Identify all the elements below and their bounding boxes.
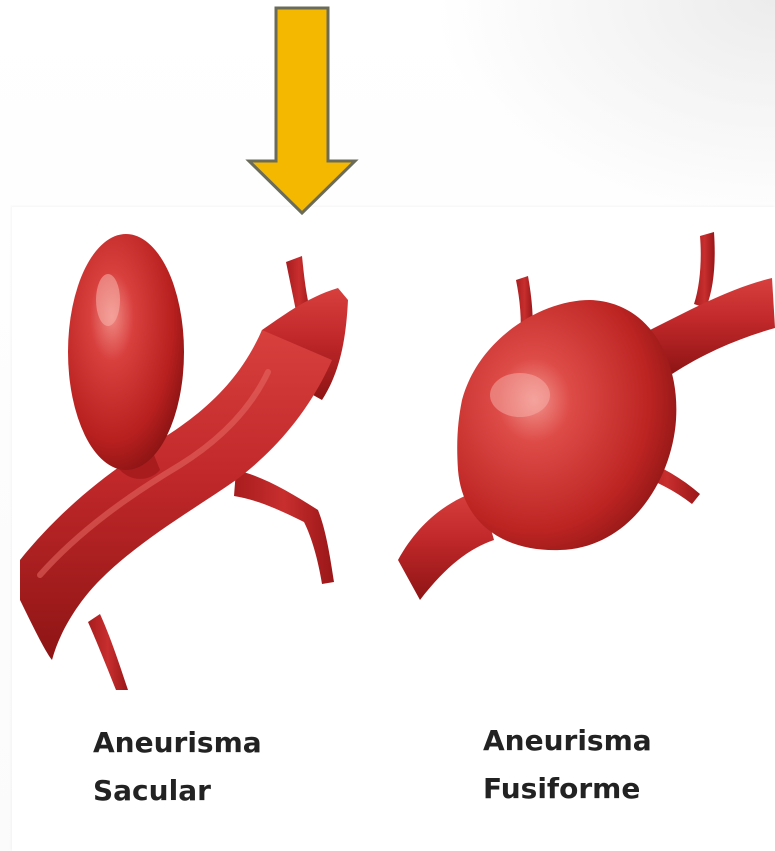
saccular-label: Aneurisma Sacular xyxy=(93,719,262,815)
saccular-aneurysm-illustration xyxy=(20,234,348,690)
down-arrow-icon xyxy=(249,8,355,213)
saccular-label-line1: Aneurisma xyxy=(93,719,262,767)
fusiform-label-line1: Aneurisma xyxy=(483,717,652,765)
fusiform-aneurysm-illustration xyxy=(398,232,775,600)
fusiform-label: Aneurisma Fusiforme xyxy=(483,717,652,813)
fusiform-label-line2: Fusiforme xyxy=(483,765,652,813)
saccular-label-line2: Sacular xyxy=(93,767,262,815)
